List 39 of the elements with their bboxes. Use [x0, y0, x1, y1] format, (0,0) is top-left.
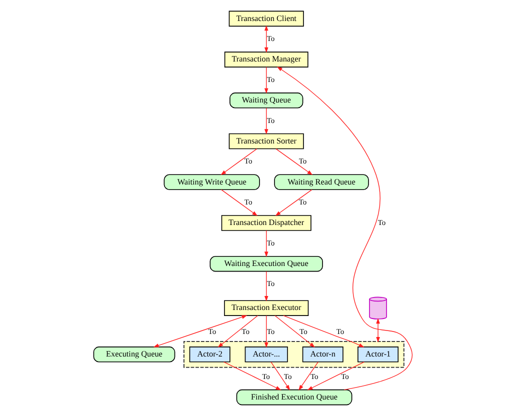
arrow	[306, 362, 364, 390]
arrow	[222, 362, 281, 390]
arrow	[298, 362, 318, 390]
arrow	[376, 318, 380, 342]
arrow	[275, 148, 312, 176]
edge-label: To	[310, 372, 318, 381]
arrow	[264, 271, 268, 302]
edge-label: To	[244, 156, 252, 166]
edge-label: To	[266, 116, 274, 125]
arrow	[220, 148, 257, 176]
arrow	[264, 315, 268, 348]
edge-label: To	[298, 156, 306, 166]
arrow	[264, 66, 268, 94]
arrow	[217, 315, 258, 348]
arrow	[282, 315, 364, 348]
arrow	[152, 315, 247, 348]
edge-label: To	[283, 372, 292, 381]
arrow	[276, 66, 412, 390]
arrow	[264, 230, 268, 258]
arrow	[264, 108, 268, 135]
edge-label: To	[262, 372, 270, 381]
arrow	[220, 189, 258, 216]
edge-label: To	[299, 326, 307, 336]
edge-label: To	[266, 34, 274, 44]
arrow	[274, 315, 315, 348]
edge-label: To	[340, 372, 348, 381]
edge-label: To	[266, 238, 274, 248]
edge-label: To	[266, 279, 274, 288]
arrow	[270, 362, 290, 390]
edge-label: To	[336, 326, 344, 336]
edge-label: To	[377, 218, 386, 227]
arrow	[264, 25, 268, 53]
edge-label: To	[244, 197, 252, 206]
edge-label: To	[298, 197, 306, 206]
edge-label: To	[241, 326, 249, 336]
edge-label: To	[208, 326, 216, 336]
edge-label: To	[266, 74, 274, 84]
arrow	[274, 189, 312, 216]
edge-label: To	[266, 326, 274, 336]
